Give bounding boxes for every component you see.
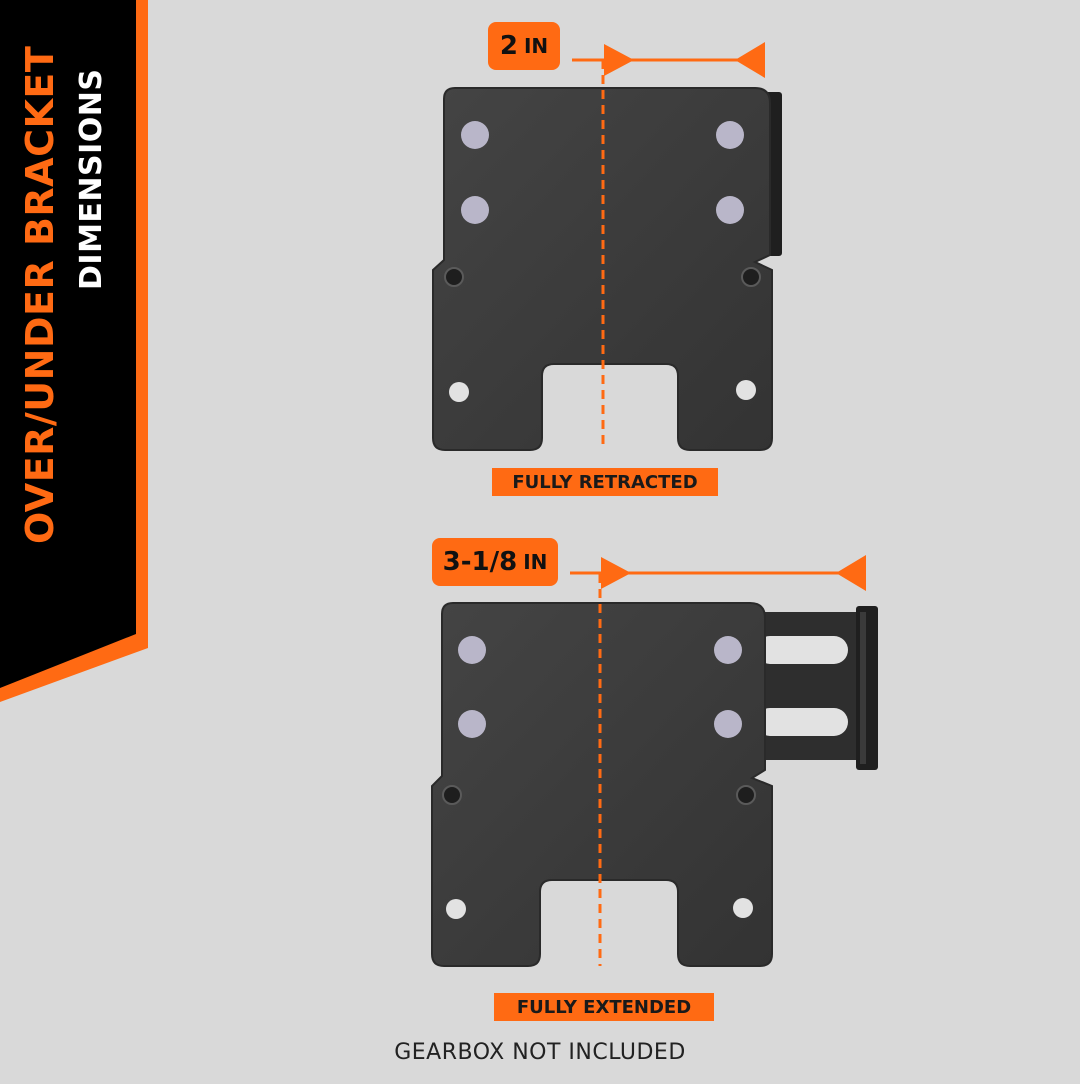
bolt [714,636,742,664]
bracket-retracted [432,87,782,451]
mount-hole [446,899,466,919]
dimension-value: 3-1/8 [442,547,518,577]
slot [756,636,848,664]
mount-hole [736,380,756,400]
mount-hole [733,898,753,918]
dimension-arrow [570,555,866,591]
dimension-badge-retracted: 2 IN [488,22,560,70]
screw [741,267,761,287]
bolt [716,196,744,224]
caption-retracted: FULLY RETRACTED [492,468,718,496]
bolt [716,121,744,149]
bolt [458,636,486,664]
bolt [461,121,489,149]
bolt [458,710,486,738]
bracket-plate [432,87,773,451]
dimension-arrow [572,42,765,78]
screw [442,785,462,805]
caption-extended: FULLY EXTENDED [494,993,714,1021]
bracket-extended [431,602,878,967]
banner-title: OVER/UNDER BRACKET [18,45,62,544]
screw [444,267,464,287]
side-banner [0,0,136,688]
dimension-unit: IN [523,550,548,574]
mount-hole [449,382,469,402]
dimension-unit: IN [523,34,549,58]
bolt [461,196,489,224]
slider-plate [750,612,862,760]
dimension-badge-extended: 3-1/8 IN [432,538,558,586]
bracket-plate [431,602,773,967]
slot [756,708,848,736]
dimension-value: 2 [499,31,518,61]
banner-subtitle: DIMENSIONS [74,68,109,290]
bolt [714,710,742,738]
slider-edge [856,606,878,770]
footer-note: GEARBOX NOT INCLUDED [394,1040,686,1065]
screw [736,785,756,805]
